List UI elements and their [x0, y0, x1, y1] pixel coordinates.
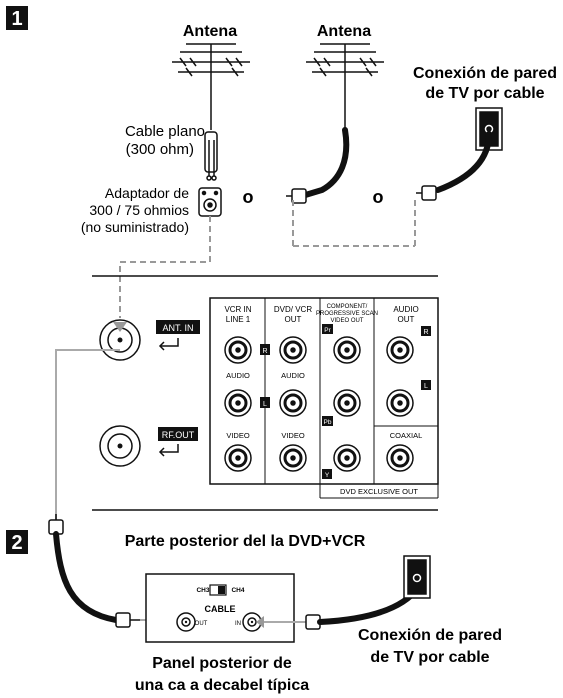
antenna-coax-connector	[286, 188, 307, 204]
cable-box-caption-2: una ca a decabel típica	[135, 677, 309, 694]
audio-out-label-1: AUDIO	[393, 305, 418, 314]
wall-outlet-bottom-icon	[403, 555, 431, 599]
ch3-label: CH3	[196, 587, 209, 594]
antenna-coax-cable	[299, 127, 350, 199]
wall-top-label-1: Conexión de pared	[413, 65, 557, 82]
cable-box-panel: CH3 CH4 CABLE OUT IN	[145, 573, 295, 643]
badge-y: Y	[325, 472, 330, 479]
wall-outlet-top-icon	[475, 107, 503, 151]
flat-cable-label-1: Cable plano	[125, 123, 205, 140]
adapter-label-1: Adaptador de	[105, 185, 189, 201]
video-label-1: VIDEO	[226, 431, 250, 440]
cable-box-caption-1: Panel posterior de	[152, 655, 292, 672]
wall-top-coax-connector	[416, 185, 437, 201]
step2-coax-connector	[48, 514, 64, 535]
arrow-left-icon	[256, 616, 264, 628]
adapter-label-2: 300 / 75 ohmios	[89, 202, 189, 218]
rca-jacks	[224, 336, 414, 472]
wall-top-coax-cable	[435, 131, 492, 193]
badge-l-1: L	[263, 401, 267, 408]
ant-in-badge: ANT. IN	[156, 320, 200, 351]
wall-bottom-label-2: de TV por cable	[370, 649, 489, 666]
cable-title: CABLE	[205, 604, 236, 614]
dashed-routing-lines	[119, 200, 416, 318]
audio-label-2: AUDIO	[281, 371, 305, 380]
antenna-left-icon	[172, 43, 250, 130]
cable-box-out-connector	[115, 612, 140, 628]
channel-badges: R L Pr Pb Y R L	[260, 324, 431, 479]
component-label-2: PROGRESSIVE SCAN	[316, 311, 378, 317]
vcr-in-label-1: VCR IN	[224, 305, 251, 314]
rear-caption: Parte posterior del la DVD+VCR	[125, 533, 366, 550]
flat-cable-label-2: (300 ohm)	[126, 141, 194, 158]
or-word-2: o	[373, 187, 384, 207]
step-2-badge: 2	[6, 530, 28, 554]
step-1-badge: 1	[6, 6, 28, 30]
ch4-label: CH4	[231, 587, 244, 594]
svg-text:RF.OUT: RF.OUT	[162, 430, 195, 440]
flat-cable-icon	[204, 131, 218, 181]
dvd-vcr-out-label-1: DVD/ VCR	[274, 305, 312, 314]
badge-l-2: L	[424, 383, 428, 390]
antenna-left-label: Antena	[183, 23, 237, 40]
badge-r-1: R	[262, 348, 267, 355]
video-label-2: VIDEO	[281, 431, 305, 440]
coaxial-label: COAXIAL	[390, 431, 423, 440]
step2-coax-cable	[53, 531, 119, 623]
component-label-1: COMPONENT/	[327, 304, 368, 310]
dvd-exclusive-label: DVD EXCLUSIVE OUT	[340, 487, 418, 496]
svg-text:2: 2	[11, 532, 22, 554]
audio-label-1: AUDIO	[226, 371, 250, 380]
rf-out-jack	[99, 425, 141, 467]
rf-out-badge: RF.OUT	[158, 427, 198, 457]
in-label: IN	[235, 621, 241, 627]
component-label-3: VIDEO OUT	[330, 318, 363, 324]
antenna-right-label: Antena	[317, 23, 371, 40]
out-label: OUT	[195, 621, 208, 627]
adapter-label-3: (no suministrado)	[81, 219, 189, 235]
svg-text:1: 1	[11, 8, 22, 30]
audio-out-label-2: OUT	[398, 315, 415, 324]
svg-text:ANT. IN: ANT. IN	[162, 323, 193, 333]
antenna-right-icon	[306, 43, 384, 130]
vcr-in-label-2: LINE 1	[226, 315, 251, 324]
adapter-icon	[198, 187, 222, 217]
wall-top-label-2: de TV por cable	[425, 85, 544, 102]
or-word-1: o	[243, 187, 254, 207]
arrow-down-icon	[113, 322, 127, 332]
badge-r-2: R	[423, 329, 428, 336]
ant-in-gray-cable	[55, 349, 120, 520]
wall-bottom-label-1: Conexión de pared	[358, 627, 502, 644]
badge-pb: Pb	[324, 419, 332, 426]
badge-pr: Pr	[324, 327, 331, 334]
dvd-vcr-out-label-2: OUT	[285, 315, 302, 324]
